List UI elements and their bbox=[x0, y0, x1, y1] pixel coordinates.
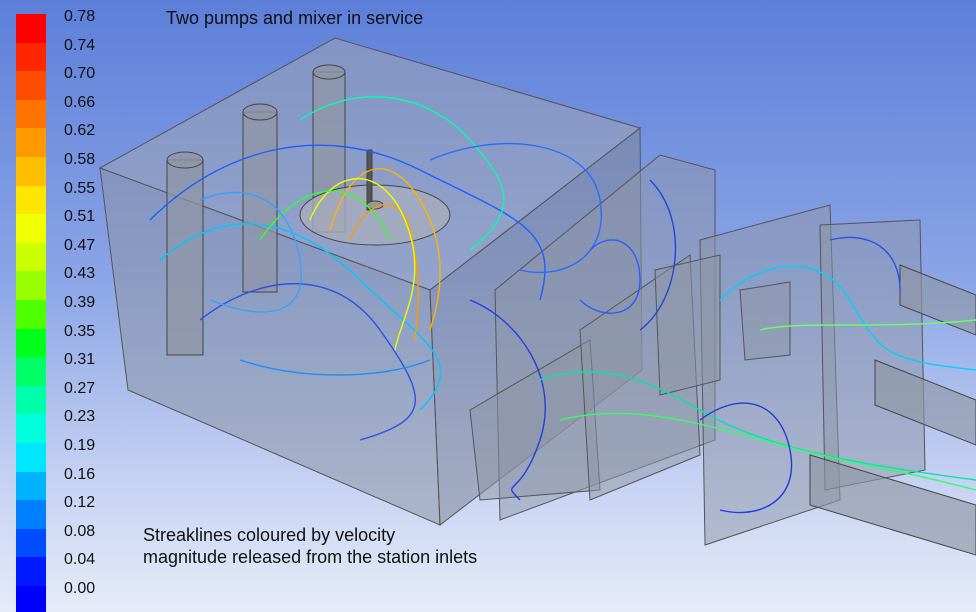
legend-color-cell bbox=[16, 185, 46, 215]
legend-value-label: 0.66 bbox=[64, 93, 96, 111]
caption-line-1: Streaklines coloured by velocity bbox=[143, 525, 396, 545]
legend-value-label: 0.00 bbox=[64, 580, 96, 597]
outlet-pipes bbox=[809, 264, 976, 556]
legend-color-cell bbox=[16, 357, 46, 386]
legend-color-cell bbox=[16, 443, 46, 472]
legend-value-label: 0.04 bbox=[64, 551, 96, 569]
legend-value-label: 0.62 bbox=[64, 122, 96, 140]
legend-value-label: 0.74 bbox=[64, 36, 96, 54]
legend-color-cell bbox=[16, 99, 46, 129]
legend-value-label: 0.70 bbox=[64, 65, 96, 83]
legend-color-cell bbox=[16, 385, 46, 415]
streaklines bbox=[149, 96, 976, 514]
scene-title: Two pumps and mixer in service bbox=[166, 8, 424, 28]
legend-value-label: 0.43 bbox=[64, 265, 96, 283]
legend-value-label: 0.31 bbox=[64, 351, 96, 369]
legend-color-cell bbox=[16, 471, 46, 501]
legend-value-label: 0.55 bbox=[64, 179, 96, 197]
legend-color-cell bbox=[16, 242, 46, 272]
legend-color-cell bbox=[16, 500, 46, 529]
legend-color-cell bbox=[16, 71, 46, 100]
legend-color-cell bbox=[16, 271, 46, 300]
legend-color-cell bbox=[16, 128, 46, 157]
legend-value-label: 0.51 bbox=[64, 208, 96, 226]
legend-value-label: 0.16 bbox=[64, 465, 96, 483]
legend-color-cell bbox=[16, 586, 46, 612]
legend-color-cell bbox=[16, 328, 46, 358]
legend-value-label: 0.39 bbox=[64, 294, 96, 311]
legend-color-cell bbox=[16, 528, 46, 558]
legend-value-label: 0.78 bbox=[64, 8, 96, 25]
legend-value-label: 0.23 bbox=[64, 408, 96, 426]
legend-color-cell bbox=[16, 14, 46, 43]
legend-value-label: 0.58 bbox=[64, 151, 96, 168]
scene-caption: Streaklines coloured by velocity magnitu… bbox=[143, 524, 477, 568]
legend-value-label: 0.12 bbox=[64, 494, 96, 512]
caption-line-2: magnitude released from the station inle… bbox=[143, 547, 478, 567]
legend-color-cell bbox=[16, 214, 46, 243]
legend-value-label: 0.08 bbox=[64, 522, 96, 540]
legend-value-label: 0.27 bbox=[64, 379, 96, 397]
legend-color-cell bbox=[16, 42, 46, 72]
legend-value-label: 0.47 bbox=[64, 236, 96, 254]
legend-value-label: 0.19 bbox=[64, 437, 96, 454]
legend-color-cell bbox=[16, 557, 46, 586]
legend-color-cell bbox=[16, 300, 46, 329]
legend-color-cell bbox=[16, 414, 46, 443]
legend-value-label: 0.35 bbox=[64, 322, 96, 340]
legend-color-cell bbox=[16, 157, 46, 186]
channel-boxes bbox=[469, 154, 926, 546]
